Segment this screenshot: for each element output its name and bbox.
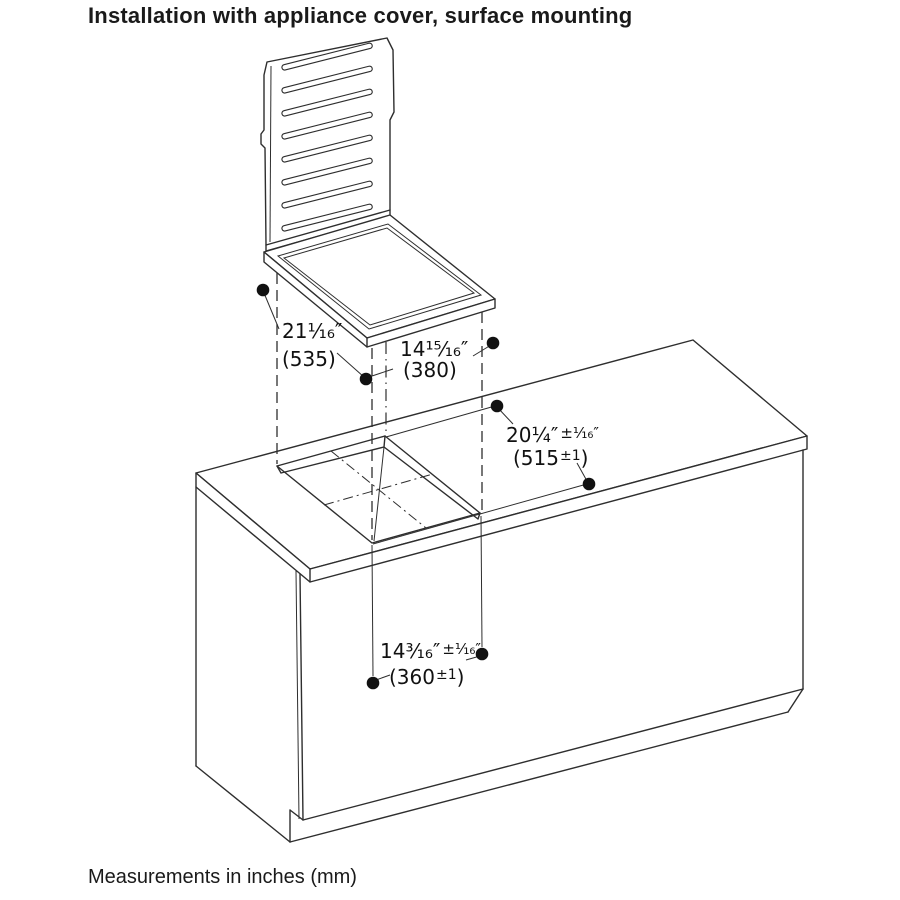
label-cutout-depth-inches: 20¼″±¹⁄₁₆″ (506, 423, 599, 447)
label-value: 14³⁄₁₆″ (380, 639, 440, 663)
dim-dot (582, 477, 596, 491)
cabinet-body-face (196, 450, 803, 842)
cover-slat (281, 203, 373, 232)
label-close: ) (457, 665, 465, 689)
cover-slat (281, 42, 373, 71)
dim-dot (486, 336, 500, 350)
extension-line-cutout-depth-back (385, 405, 496, 438)
cooking-surface-border-inner (282, 227, 476, 326)
label-cutout-width-mm: (360±1) (389, 665, 464, 689)
cutout-centerline-width (323, 473, 434, 506)
cabinet-left-bottom-edge (195, 765, 291, 843)
toe-kick-bottom-edge (289, 711, 789, 843)
dim-dot (366, 676, 380, 690)
projection-lines (276, 273, 483, 540)
dim-dot (475, 647, 489, 661)
label-tolerance: ±1 (436, 667, 457, 683)
cover-slat (281, 157, 373, 186)
cutout-centerline-depth (330, 450, 427, 529)
label-value: (515 (513, 446, 559, 470)
label-tolerance: ±1 (560, 448, 581, 464)
label-appliance-width-mm: (380) (403, 358, 457, 382)
leader-cutout-width-left (375, 674, 391, 681)
appliance-cover-left-thickness-edge (269, 65, 272, 243)
label-appliance-depth-inches: 21¹⁄₁₆″ (282, 319, 342, 343)
label-value: 20¼″ (506, 423, 558, 447)
cutout-centerlines (323, 450, 434, 529)
cover-slat (281, 65, 373, 94)
label-value: (360 (389, 665, 435, 689)
toe-kick-left-step (289, 809, 304, 843)
dimension-labels: 21¹⁄₁₆″ (535) 14¹⁵⁄₁₆″ (380) 20¼″±¹⁄₁₆″ … (282, 319, 599, 689)
cover-slat (281, 180, 373, 209)
page-title: Installation with appliance cover, surfa… (88, 3, 633, 28)
cover-slat (281, 134, 373, 163)
label-close: ) (581, 446, 589, 470)
dimension-dots (256, 283, 596, 690)
worktop-cutout (276, 435, 481, 544)
cutout-inner-wall-edges (276, 435, 481, 520)
cooking-surface-border-outer (276, 223, 483, 330)
leader-appliance-width-left (368, 368, 394, 378)
dimension-lines (263, 292, 588, 681)
measurement-units-note: Measurements in inches (mm) (88, 866, 357, 888)
cover-slat (281, 88, 373, 117)
appliance (260, 37, 496, 348)
label-appliance-width-inches: 14¹⁵⁄₁₆″ (400, 337, 468, 361)
dim-dot (359, 372, 373, 386)
cabinet-front-left-corner (299, 573, 304, 821)
label-tolerance: ±¹⁄₁₆″ (560, 424, 599, 442)
extension-line-cutout-width-left (371, 544, 374, 677)
toe-kick-right-step (787, 688, 804, 713)
dim-dot (490, 399, 504, 413)
appliance-cover-panel (260, 37, 395, 246)
extension-line-cutout-width-right (480, 515, 483, 648)
cover-slats (281, 42, 373, 232)
cabinet-front-left-corner-inner (295, 570, 300, 820)
appliance-base (263, 214, 496, 348)
leader-cutout-depth-bottom (576, 462, 588, 482)
label-cutout-width-inches: 14³⁄₁₆″±¹⁄₁₆″ (380, 639, 481, 663)
leader-appliance-width-right (472, 344, 492, 357)
label-tolerance: ±¹⁄₁₆″ (442, 640, 481, 658)
cabinet (195, 339, 808, 843)
cover-slat (281, 111, 373, 140)
dim-dot (256, 283, 270, 297)
label-appliance-depth-mm: (535) (282, 347, 336, 371)
cabinet-front-bottom-edge (302, 688, 804, 821)
cutout-corner-depth-line (373, 446, 385, 542)
leader-appliance-depth-left (263, 292, 280, 330)
leader-appliance-depth-right (336, 352, 365, 378)
label-cutout-depth-mm: (515±1) (513, 446, 588, 470)
extension-line-cutout-depth-front (372, 483, 588, 545)
appliance-cover (260, 37, 395, 252)
